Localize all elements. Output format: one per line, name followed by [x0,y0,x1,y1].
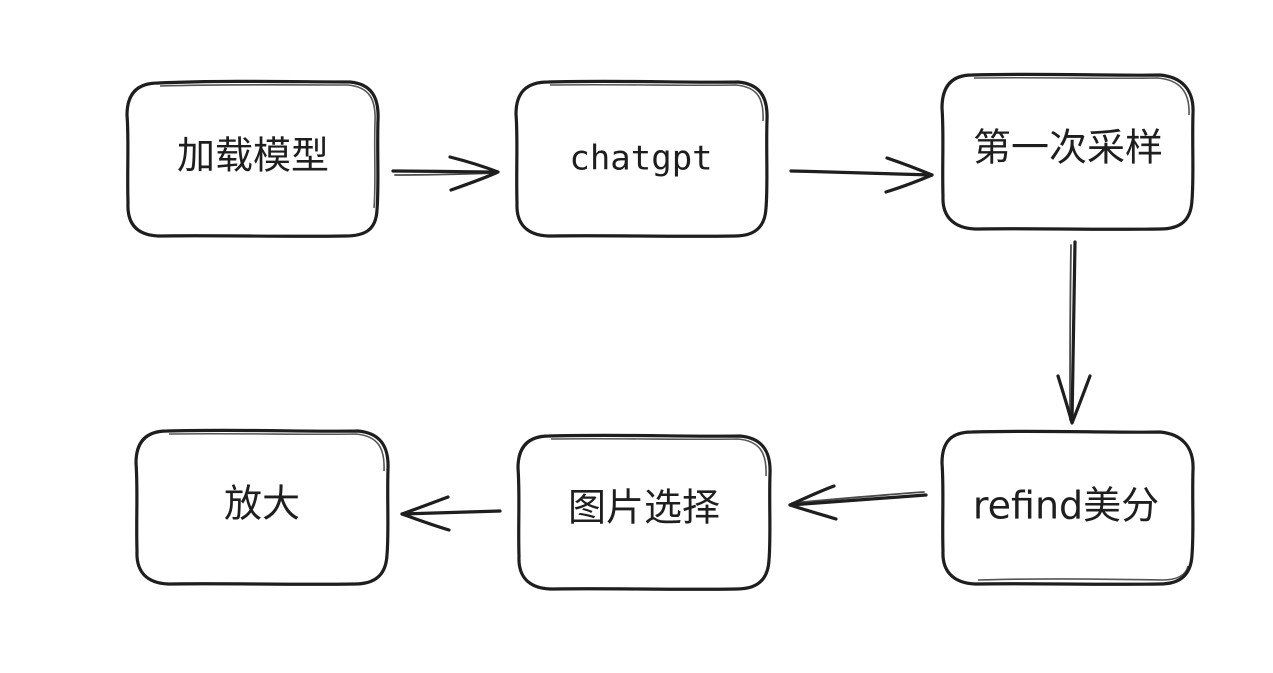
node-refind-score-box [940,429,1195,586]
node-image-select[interactable]: 图片选择 [516,433,772,591]
node-upscale-label: 放大 [224,482,300,526]
node-chatgpt[interactable]: chatgpt [514,79,769,238]
node-load-model[interactable]: 加载模型 [125,79,380,238]
node-refind-score[interactable]: refind美分 [940,429,1195,586]
node-image-select-label: 图片选择 [568,486,720,530]
edge-chatgpt-to-first-sampling [789,156,934,194]
node-image-select-box [516,433,772,591]
node-first-sampling-box [940,72,1195,231]
edge-load-model-to-chatgpt [391,155,500,192]
node-load-model-label: 加载模型 [177,134,329,178]
node-chatgpt-label: chatgpt [569,139,712,179]
node-upscale-box [134,428,390,586]
edge-image-select-to-upscale [400,495,502,532]
node-upscale[interactable]: 放大 [134,428,390,586]
node-first-sampling[interactable]: 第一次采样 [940,72,1195,231]
edge-refind-score-to-image-select [788,484,928,521]
node-refind-score-label: refind美分 [973,484,1159,528]
node-chatgpt-box [514,79,769,238]
node-load-model-box [125,79,380,238]
node-first-sampling-label: 第一次采样 [973,126,1163,170]
edge-first-sampling-to-refind-score [1056,240,1092,425]
